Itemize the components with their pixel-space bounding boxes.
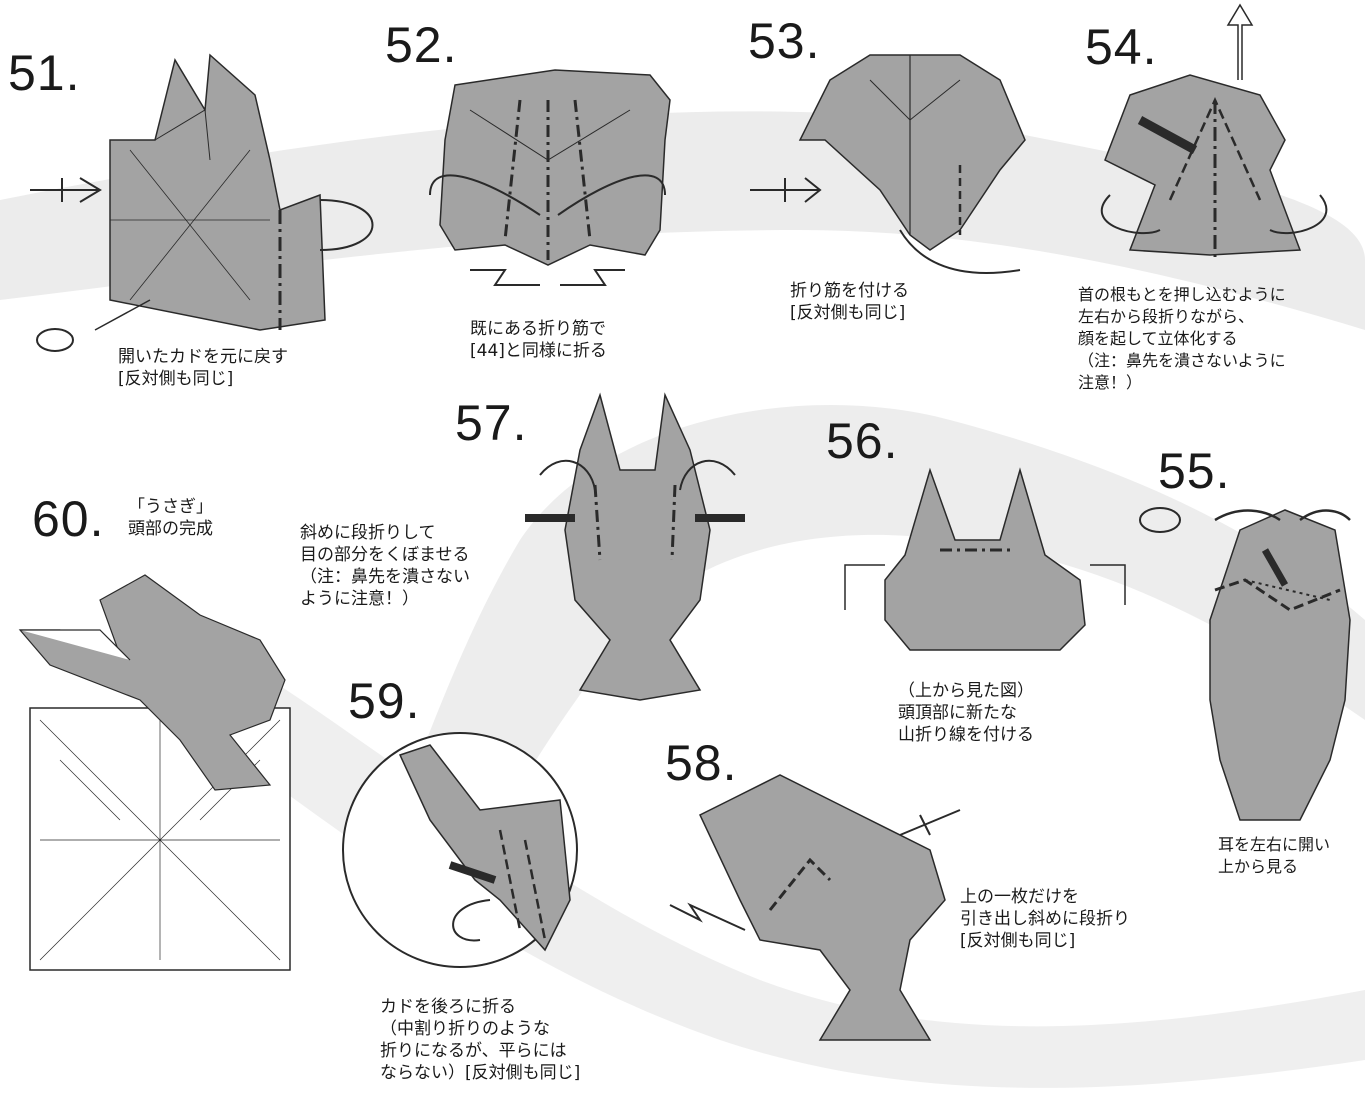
step-57-diagram (525, 392, 745, 701)
step-52-number: 52. (385, 17, 458, 73)
step-59-number: 59. (348, 673, 421, 729)
step-58-caption: 上の一枚だけを引き出し斜めに段折り[反対側も同じ] (960, 887, 1130, 951)
step-60-diagram (18, 574, 291, 971)
step-59-diagram (342, 732, 578, 968)
step-53-diagram (750, 54, 1026, 275)
step-60-number: 60. (32, 491, 105, 547)
step-56-diagram (844, 467, 1126, 651)
step-55-diagram (1139, 507, 1351, 821)
step-51-caption: 開いたカドを元に戻す[反対側も同じ] (118, 347, 288, 389)
step-55-number: 55. (1158, 443, 1231, 499)
step-56-caption: （上から見た図）頭頂部に新たな山折り線を付ける (898, 681, 1034, 745)
step-57-caption: 斜めに段折りして目の部分をくぼませる（注：鼻先を潰さないように注意！） (300, 523, 470, 609)
step-53-number: 53. (748, 13, 821, 69)
step-51-diagram (30, 53, 374, 352)
step-59-caption: カドを後ろに折る（中割り折りのような折りになるが、平らにはならない）[反対側も同… (380, 997, 581, 1083)
step-52-caption: 既にある折り筋で[44]と同様に折る (470, 319, 607, 361)
step-51-number: 51. (8, 45, 81, 101)
step-55-caption: 耳を左右に開い上から見る (1218, 835, 1331, 876)
step-54-diagram (1100, 3, 1328, 260)
step-54-caption: 首の根もとを押し込むように左右から段折りながら、顔を起して立体化する（注：鼻先を… (1078, 285, 1286, 392)
step-56-number: 56. (826, 413, 899, 469)
step-52-diagram (429, 69, 671, 286)
step-57-number: 57. (455, 395, 528, 451)
step-53-caption: 折り筋を付ける[反対側も同じ] (790, 281, 909, 323)
step-58-number: 58. (665, 735, 738, 791)
background-swirl-top (0, 111, 1365, 330)
step-58-diagram (669, 774, 961, 1041)
step-60-caption: 「うさぎ」頭部の完成 (128, 497, 213, 539)
step-54-number: 54. (1085, 19, 1158, 75)
